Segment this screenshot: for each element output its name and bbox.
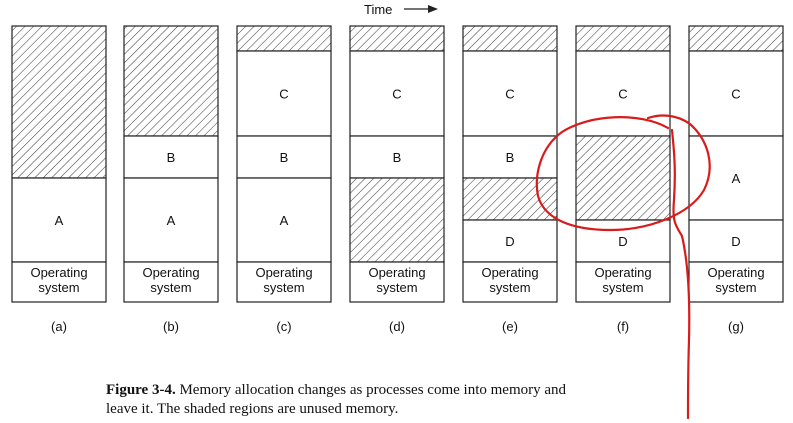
process-label: C [392, 87, 401, 102]
unused-memory-block [462, 25, 558, 52]
os-label: system [263, 280, 304, 295]
os-label: system [489, 280, 530, 295]
process-label: C [731, 87, 740, 102]
os-block [575, 261, 671, 303]
column-label: (a) [51, 319, 67, 334]
figure-label: Figure 3-4. [106, 382, 176, 398]
os-label: Operating [142, 265, 199, 280]
process-label: A [732, 171, 741, 186]
unused-memory-block [688, 25, 784, 52]
os-label: Operating [30, 265, 87, 280]
column-label: (f) [617, 319, 629, 334]
unused-memory-block [123, 25, 219, 137]
memory-columns: AOperatingsystem(a)BAOperatingsystem(b)C… [11, 25, 784, 334]
process-block [236, 135, 332, 179]
annotation-line [670, 128, 691, 420]
process-block [462, 219, 558, 263]
process-label: B [506, 150, 515, 165]
os-block [236, 261, 332, 303]
os-block [11, 261, 107, 303]
process-label: C [279, 87, 288, 102]
process-label: D [505, 234, 514, 249]
caption-line-2: leave it. The shaded regions are unused … [106, 401, 399, 417]
os-label: system [602, 280, 643, 295]
process-label: A [167, 213, 176, 228]
os-label: Operating [707, 265, 764, 280]
os-block [688, 261, 784, 303]
process-block [236, 177, 332, 263]
column-label: (c) [276, 319, 291, 334]
process-label: B [393, 150, 402, 165]
os-label: Operating [481, 265, 538, 280]
time-label: Time [364, 2, 392, 17]
unused-memory-block [462, 177, 558, 221]
process-block [349, 50, 445, 137]
figure-caption: Figure 3-4. Memory allocation changes as… [106, 381, 726, 419]
unused-memory-block [575, 25, 671, 52]
unused-memory-block [349, 177, 445, 263]
os-label: system [376, 280, 417, 295]
os-block [462, 261, 558, 303]
time-arrow-icon [404, 5, 438, 13]
column-label: (b) [163, 319, 179, 334]
process-label: C [505, 87, 514, 102]
os-label: system [38, 280, 79, 295]
process-label: D [618, 234, 627, 249]
process-label: D [731, 234, 740, 249]
process-block [462, 50, 558, 137]
os-label: Operating [368, 265, 425, 280]
process-label: A [55, 213, 64, 228]
red-annotation [535, 114, 711, 420]
unused-memory-block [349, 25, 445, 52]
process-block [575, 219, 671, 263]
column-label: (e) [502, 319, 518, 334]
caption-line-1: Memory allocation changes as processes c… [179, 382, 567, 398]
unused-memory-block [236, 25, 332, 52]
process-label: B [167, 150, 176, 165]
process-block [123, 177, 219, 263]
os-block [123, 261, 219, 303]
process-block [688, 219, 784, 263]
os-label: system [715, 280, 756, 295]
os-label: system [150, 280, 191, 295]
os-block [349, 261, 445, 303]
os-label: Operating [255, 265, 312, 280]
process-label: A [280, 213, 289, 228]
column-label: (d) [389, 319, 405, 334]
unused-memory-block [11, 25, 107, 179]
process-label: C [618, 87, 627, 102]
process-block [236, 50, 332, 137]
column-label: (g) [728, 319, 744, 334]
unused-memory-block [575, 135, 671, 221]
os-label: Operating [594, 265, 651, 280]
annotation-circle [535, 114, 711, 232]
process-label: B [280, 150, 289, 165]
process-block [349, 135, 445, 179]
